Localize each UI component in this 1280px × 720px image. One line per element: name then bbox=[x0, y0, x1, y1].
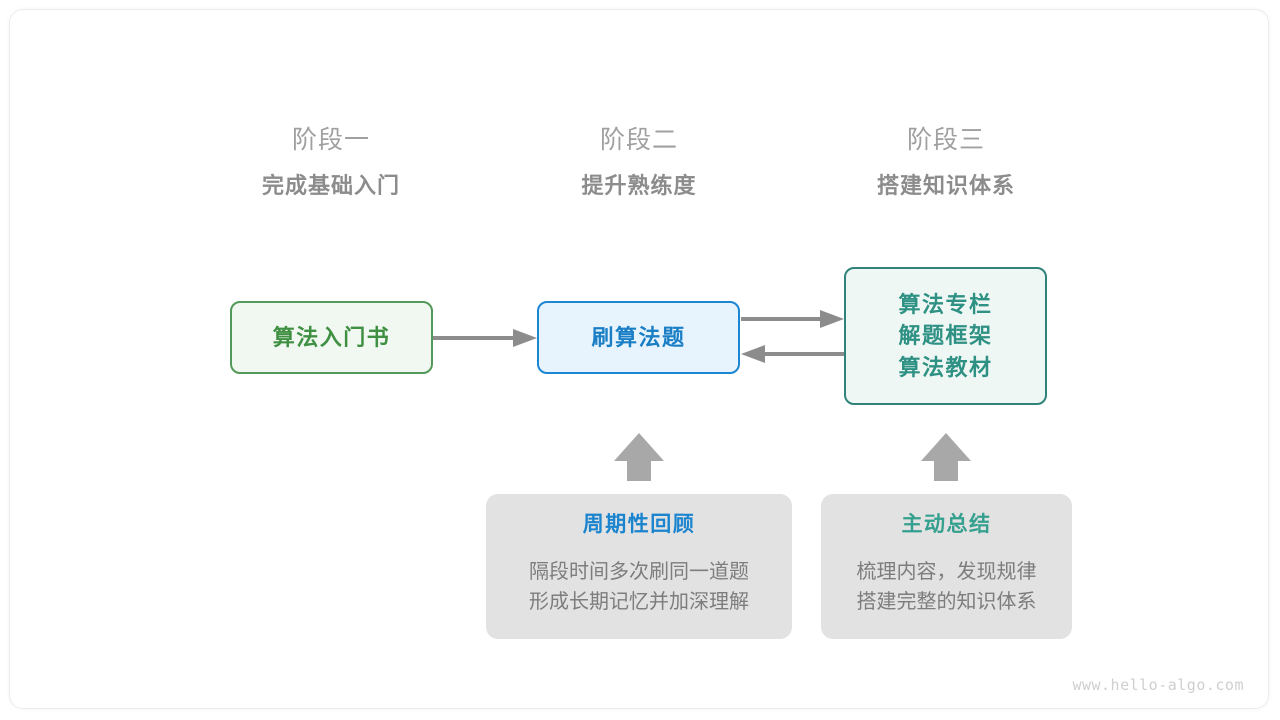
arrow-system-to-practice bbox=[741, 345, 844, 363]
stage-title-1: 完成基础入门 bbox=[261, 173, 400, 198]
node-practice-problems[interactable]: 刷算法题 bbox=[537, 301, 740, 374]
stage-title-2: 提升熟练度 bbox=[581, 173, 697, 198]
arrow-book-to-practice bbox=[433, 329, 537, 347]
card-active-summary-body-line-1: 梳理内容，发现规律 bbox=[856, 561, 1037, 583]
stage-header-1: 阶段一 完成基础入门 bbox=[201, 128, 461, 197]
card-periodic-review-title: 周期性回顾 bbox=[582, 513, 696, 536]
stage-header-2: 阶段二 提升熟练度 bbox=[509, 128, 769, 197]
card-periodic-review-body: 隔段时间多次刷同一道题 形成长期记忆并加深理解 bbox=[529, 557, 749, 617]
card-active-summary-body-line-2: 搭建完整的知识体系 bbox=[856, 591, 1037, 613]
card-periodic-review[interactable]: 周期性回顾 隔段时间多次刷同一道题 形成长期记忆并加深理解 bbox=[486, 494, 792, 639]
node-practice-problems-line-1: 刷算法题 bbox=[591, 324, 686, 350]
stage-index-3: 阶段三 bbox=[906, 126, 985, 154]
node-knowledge-system[interactable]: 算法专栏 解题框架 算法教材 bbox=[844, 267, 1047, 405]
stage-title-3: 搭建知识体系 bbox=[876, 173, 1015, 198]
node-algorithm-primer-line-1: 算法入门书 bbox=[272, 324, 391, 350]
card-periodic-review-body-line-1: 隔段时间多次刷同一道题 bbox=[529, 561, 749, 583]
watermark: www.hello-algo.com bbox=[1072, 676, 1244, 694]
arrow-summary-to-system bbox=[921, 433, 971, 481]
card-periodic-review-body-line-2: 形成长期记忆并加深理解 bbox=[529, 591, 749, 613]
card-active-summary-title: 主动总结 bbox=[901, 513, 992, 536]
arrow-review-to-practice bbox=[614, 433, 664, 481]
stage-index-2: 阶段二 bbox=[599, 126, 678, 154]
card-active-summary[interactable]: 主动总结 梳理内容，发现规律 搭建完整的知识体系 bbox=[821, 494, 1072, 639]
node-knowledge-system-line-2: 解题框架 bbox=[898, 323, 993, 349]
stage-header-3: 阶段三 搭建知识体系 bbox=[816, 128, 1076, 197]
card-active-summary-body: 梳理内容，发现规律 搭建完整的知识体系 bbox=[857, 557, 1037, 617]
node-knowledge-system-line-1: 算法专栏 bbox=[898, 292, 993, 318]
arrow-practice-to-system bbox=[741, 310, 844, 328]
node-algorithm-primer[interactable]: 算法入门书 bbox=[230, 301, 433, 374]
stage-index-1: 阶段一 bbox=[291, 126, 370, 154]
node-knowledge-system-line-3: 算法教材 bbox=[898, 354, 993, 380]
